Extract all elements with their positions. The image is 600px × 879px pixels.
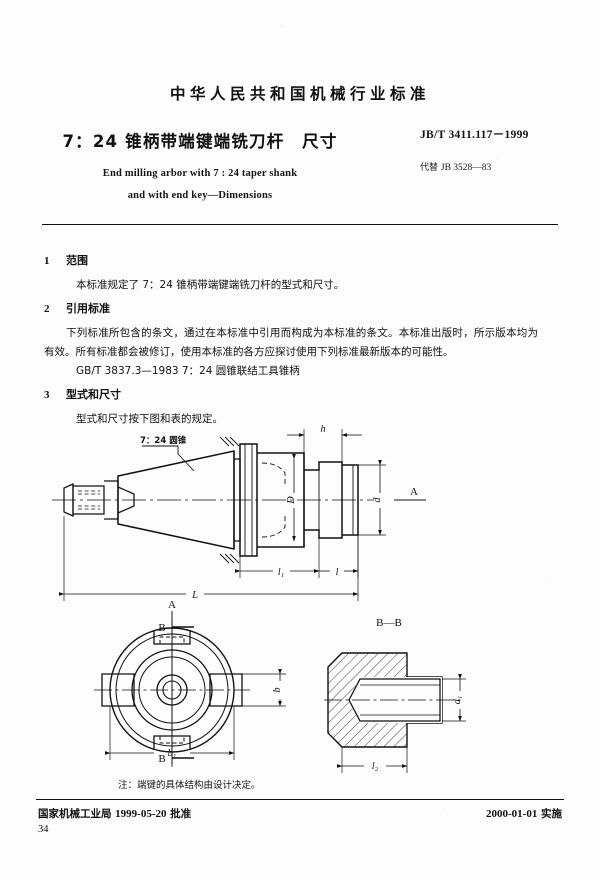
footer-approve-date: 1999-05-20 — [115, 808, 167, 820]
section-3-title: 型式和尺寸 — [66, 388, 121, 401]
standard-number: JB/T 3411.117－1999 — [420, 129, 529, 141]
section-cut-label-B-bottom: B — [158, 753, 165, 765]
footer-effective-date: 2000-01-01 — [486, 808, 538, 820]
dim-l2-label: l₂ — [372, 761, 379, 772]
replaces-label: 代替 — [420, 163, 439, 173]
footer-approve-word: 批准 — [170, 808, 192, 820]
dim-L-label: L — [191, 590, 198, 601]
section-1-paragraph: 本标准规定了 7：24 锥柄带端键端铣刀杆的型式和尺寸。 — [76, 279, 345, 291]
dim-d1-label: d₁ — [452, 696, 463, 704]
section-cut-label-B-top: B — [158, 622, 165, 634]
page-number: 34 — [38, 824, 49, 835]
section-2-title: 引用标准 — [66, 302, 110, 315]
footer-issuer: 国家机械工业局 — [38, 808, 112, 820]
page-title-english-line1: End milling arbor with 7 : 24 taper shan… — [102, 168, 298, 179]
dim-b-label: b — [272, 688, 283, 693]
footer-divider — [36, 799, 564, 800]
section-2-number: 2 — [44, 303, 50, 315]
section-1-number: 1 — [44, 255, 50, 267]
figure-note: 注：端键的具体结构由设计决定。 — [118, 780, 261, 791]
drawing-svg: 7：24 圆锥 h D d A l₁ l L A B B b — [52, 424, 466, 773]
technical-drawing-figure: 7：24 圆锥 h D d A l₁ l L A B B b — [42, 415, 558, 785]
section-a-circular-view — [94, 611, 286, 767]
replaces-value: JB 3528—83 — [440, 163, 492, 173]
section-3-heading: 3 型式和尺寸 — [44, 386, 121, 402]
section-label-A: A — [168, 599, 176, 611]
section-1-title: 范围 — [66, 254, 88, 267]
section-2-paragraph: 下列标准所包含的条文，通过在本标准中引用而构成为本标准的条文。本标准出版时，所示… — [44, 327, 538, 358]
dim-d-label: d — [372, 497, 383, 503]
dim-b1-label: b₁ — [168, 748, 176, 759]
section-b-b-view — [324, 652, 466, 773]
dim-D-label: D — [286, 496, 297, 505]
section-3-paragraph: 型式和尺寸按下图和表的规定。 — [76, 413, 223, 425]
section-arrow-A-main: A — [410, 486, 418, 498]
section-2-heading: 2 引用标准 — [44, 300, 110, 316]
dim-l1-label: l₁ — [278, 567, 284, 578]
replaced-standard: 代替 JB 3528—83 — [420, 160, 491, 173]
footer-effective-word: 实施 — [541, 808, 562, 820]
page-title-chinese: 7：24 锥柄带端键端铣刀杆 尺寸 — [62, 132, 338, 151]
section-1-heading: 1 范围 — [44, 252, 88, 268]
dim-h-label: h — [321, 424, 326, 435]
national-standard-line: 中华人民共和国机械行业标准 — [169, 85, 430, 103]
dim-l-label: l — [336, 567, 339, 578]
footer-approval: 国家机械工业局 1999-05-20 批准 — [38, 806, 191, 821]
taper-leader-label: 7：24 圆锥 — [140, 435, 187, 446]
main-elevation-view — [52, 429, 426, 601]
header-divider — [42, 224, 558, 225]
section-2-reference-standard: GB/T 3837.3—1983 7：24 圆锥联结工具锥柄 — [76, 365, 300, 377]
section-3-number: 3 — [44, 389, 50, 401]
page-title-english-line2: and with end key—Dimensions — [127, 190, 273, 201]
section-title-BB: B—B — [376, 617, 402, 629]
footer-effective: 2000-01-01 实施 — [486, 806, 562, 821]
